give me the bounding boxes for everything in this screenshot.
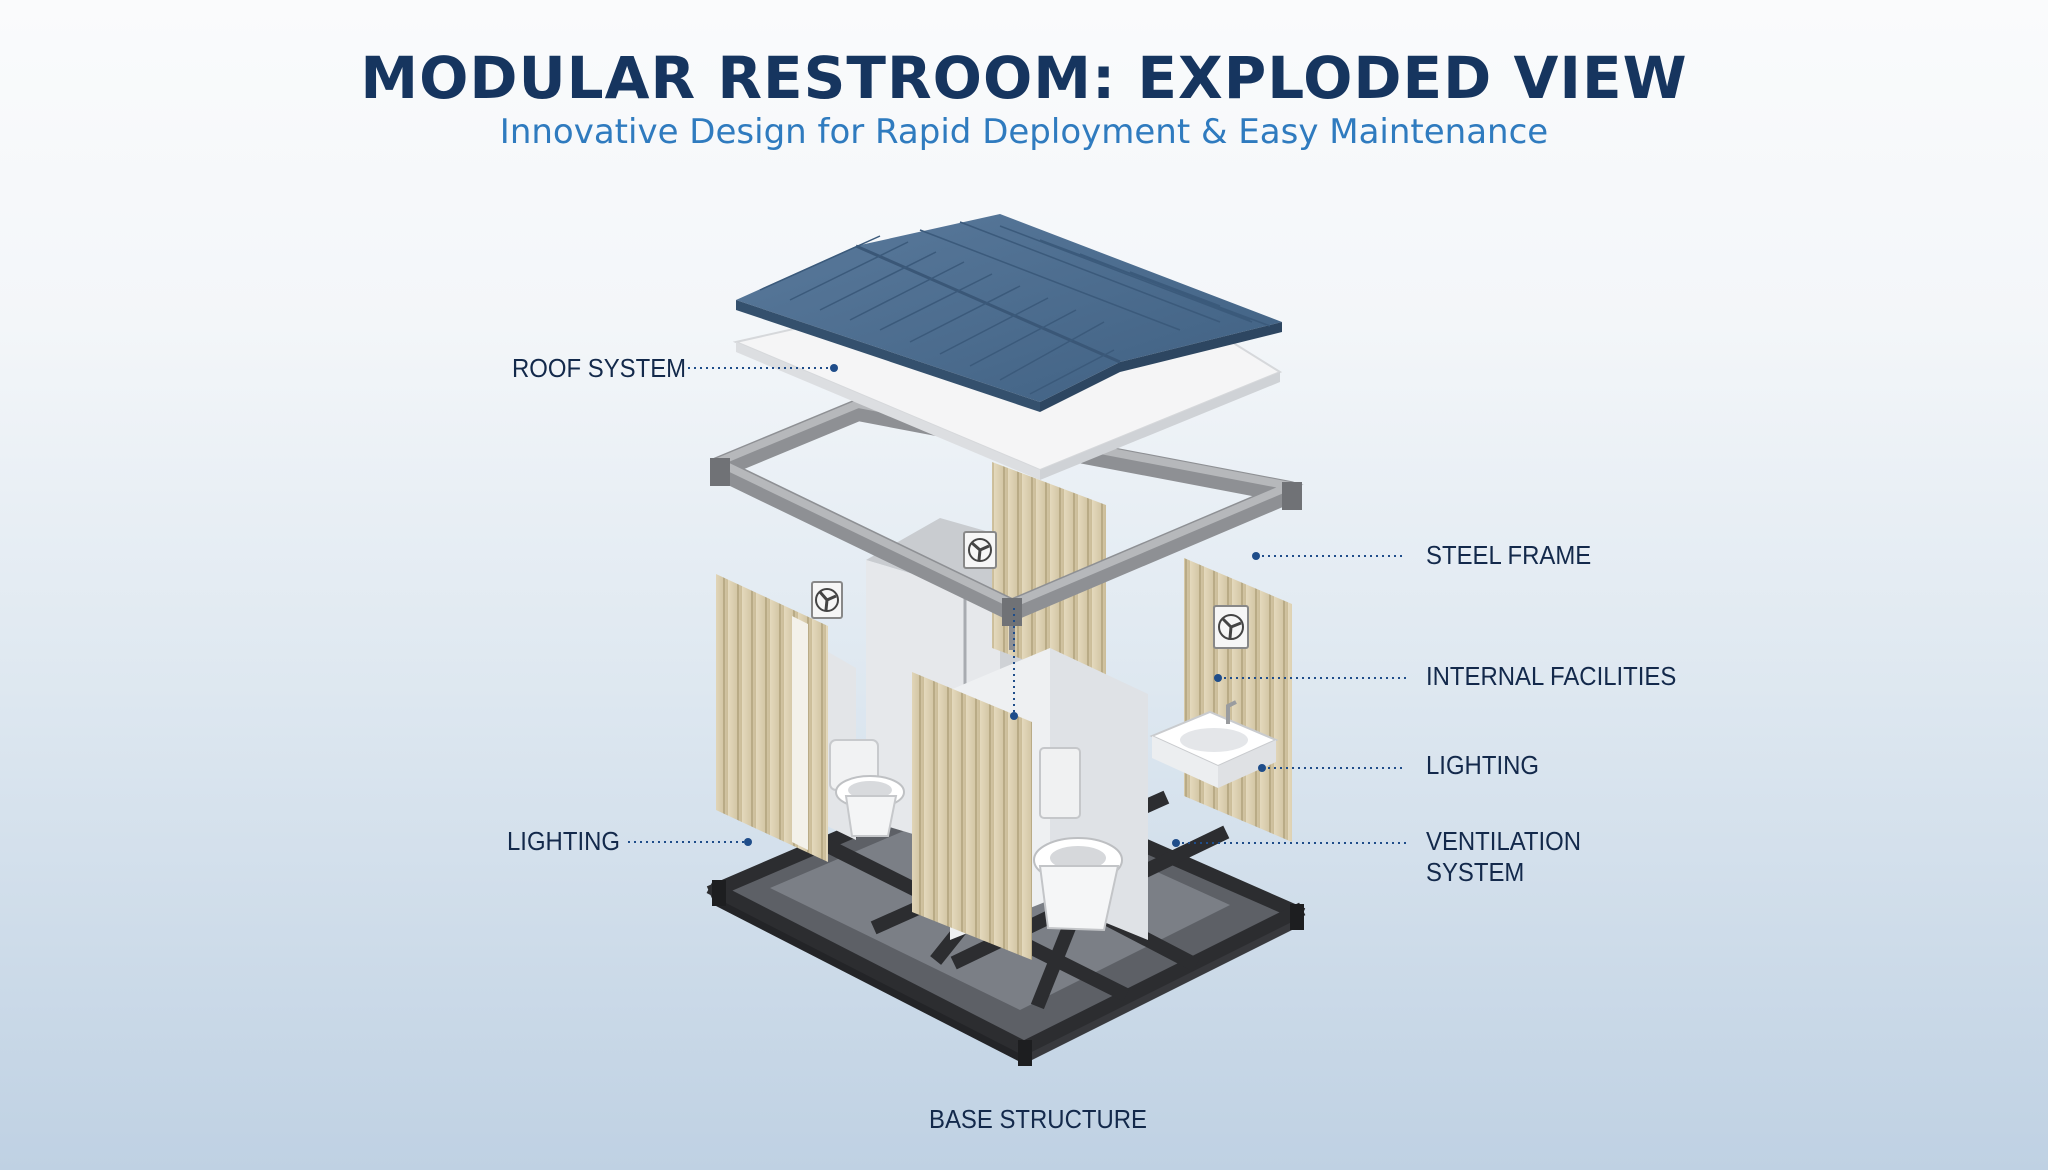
page-subtitle: Innovative Design for Rapid Deployment &… <box>499 112 1549 152</box>
roof-system <box>732 214 1283 480</box>
label-ventilation-system: VENTILATION SYSTEM <box>1426 826 1581 888</box>
left-cabin <box>716 574 905 862</box>
rear-wall-panel <box>992 462 1106 690</box>
left-toilet <box>829 739 905 837</box>
label-lighting-left: LIGHTING <box>507 826 620 856</box>
steel-frame <box>710 399 1304 650</box>
sink <box>1149 700 1279 788</box>
center-toilet <box>1033 747 1123 932</box>
label-lighting-right: LIGHTING <box>1426 750 1539 780</box>
label-ventilation-line2: SYSTEM <box>1426 857 1525 887</box>
label-internal-facilities: INTERNAL FACILITIES <box>1426 661 1677 691</box>
fan-icon-right <box>1213 605 1249 649</box>
label-ventilation-line1: VENTILATION <box>1426 826 1582 856</box>
label-steel-frame: STEEL FRAME <box>1426 540 1592 570</box>
label-base-structure: BASE STRUCTURE <box>929 1104 1147 1134</box>
right-wall-panel <box>1149 558 1292 842</box>
fan-icon-left <box>811 581 843 619</box>
leader-dots <box>744 364 1266 847</box>
leader-lines <box>628 367 1406 844</box>
ceiling-fan-icon <box>963 531 997 569</box>
center-cabin <box>912 648 1148 960</box>
label-roof-system: ROOF SYSTEM <box>512 353 687 383</box>
page-title: MODULAR RESTROOM: EXPLODED VIEW <box>360 44 1688 112</box>
